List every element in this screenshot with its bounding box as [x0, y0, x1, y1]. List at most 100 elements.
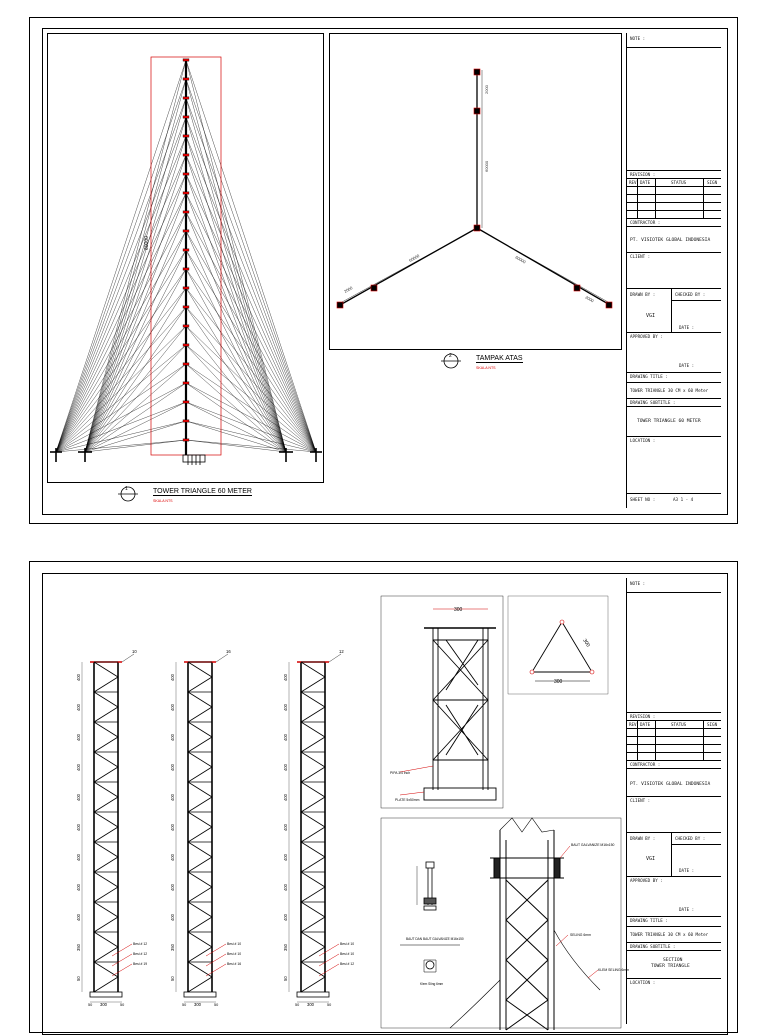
segment-dimension: 50 — [76, 976, 81, 981]
drawing-sheet-2 — [29, 561, 738, 1033]
segment-dimension: 400 — [76, 793, 81, 801]
section-top-label: 10 — [132, 649, 137, 654]
segment-dimension: 400 — [170, 793, 175, 801]
date-label: DATE : — [679, 325, 695, 330]
segment-dimension: 400 — [170, 883, 175, 891]
segment-dimension: 400 — [170, 673, 175, 681]
segment-dimension: 400 — [283, 763, 288, 771]
pipe-label: PIPA 3/4 inch — [390, 771, 410, 775]
rev-col-status: STATUS — [671, 180, 687, 185]
segment-dimension: 400 — [76, 733, 81, 741]
mast-guy-attachment — [182, 153, 190, 157]
mast-guy-attachment — [182, 115, 190, 119]
base-dimension: 300 — [307, 1002, 315, 1007]
top-dim-4: 60000 — [515, 255, 528, 265]
note-label-2: NOTE : — [630, 581, 646, 586]
mast-guy-attachment — [182, 400, 190, 404]
clamp-label: Klem Sling 6mm — [420, 982, 444, 986]
segment-dimension: 400 — [283, 913, 288, 921]
base-dimension: 50 — [214, 1003, 218, 1007]
rebar-callout: Besi # 10 — [227, 952, 241, 956]
detail-width-label: 300 — [454, 607, 463, 613]
base-dimension: 300 — [194, 1002, 202, 1007]
base-dimension: 300 — [100, 1002, 108, 1007]
date-label-3: DATE : — [679, 868, 695, 873]
mast-guy-attachment — [182, 438, 190, 442]
revision-label: REVISION : — [630, 172, 656, 177]
top-dim-5: 2000 — [343, 285, 354, 294]
rev-col-sign: SIGN — [707, 180, 718, 185]
contractor-name: PT. VISIOTEK GLOBAL INDONESIA — [630, 238, 711, 243]
drawing-title-label-2: DRAWING TITLE : — [630, 918, 668, 923]
base-dimension: 50 — [295, 1003, 299, 1007]
height-dimension: 60000 — [144, 236, 150, 250]
caption-2-symbol — [441, 353, 461, 369]
mast-guy-attachment — [182, 343, 190, 347]
caption-1-scale: SKALA NTS — [153, 499, 173, 503]
segment-dimension: 400 — [170, 823, 175, 831]
rev-col-sign-2: SIGN — [707, 722, 718, 727]
plate-label: PLATE 5x50mm — [395, 798, 420, 802]
date-label-2: DATE : — [679, 363, 695, 368]
mast-guy-attachment — [182, 58, 190, 62]
segment-dimension: 400 — [76, 763, 81, 771]
drawing-subtitle-value-b: TOWER TRIANGLE — [651, 964, 690, 969]
drawing-subtitle-label-2: DRAWING SUBTITLE : — [630, 944, 676, 949]
segment-dimension: 350 — [283, 943, 288, 951]
rebar-callout: Besi # 12 — [340, 962, 354, 966]
segment-dimension: 400 — [283, 853, 288, 861]
triangle-side-label: 300 — [581, 638, 591, 648]
drawn-by-value-2: VGI — [646, 856, 656, 862]
drawing-title-value-2: TOWER TRIANGLE 30 CM x 60 Meter — [630, 932, 709, 937]
rebar-callout: Besi # 10 — [340, 952, 354, 956]
segment-dimension: 400 — [170, 703, 175, 711]
sheet-1-frame — [42, 28, 728, 515]
segment-dimension: 400 — [76, 883, 81, 891]
mast-guy-attachment — [182, 229, 190, 233]
drawing-title-value: TOWER TRIANGLE 30 CM x 60 Meter — [630, 388, 709, 393]
revision-label-2: REVISION : — [630, 714, 656, 719]
base-dimension: 50 — [88, 1003, 92, 1007]
mast-guy-attachment — [182, 324, 190, 328]
rev-col-rev-2: REV — [629, 722, 637, 727]
caption-1-title: TOWER TRIANGLE 60 METER — [153, 488, 252, 496]
mast-guy-attachment — [182, 210, 190, 214]
bolt-label: BAUT DAN BAUT GALVANIZE M16x150 — [406, 937, 464, 941]
mast-guy-attachment — [182, 96, 190, 100]
segment-dimension: 400 — [283, 793, 288, 801]
rebar-callout: Besi # 10 — [340, 942, 354, 946]
top-dim-6: 2000 — [585, 295, 596, 304]
title-block-1: NOTE : REVISION : REV DATE STATUS SIGN C… — [626, 33, 721, 508]
segment-dimension: 400 — [76, 673, 81, 681]
contractor-name-2: PT. VISIOTEK GLOBAL INDONESIA — [630, 782, 711, 787]
caption-1-number: 1 — [125, 486, 128, 492]
mast-guy-attachment — [182, 191, 190, 195]
segment-dimension: 400 — [76, 853, 81, 861]
segment-dimension: 400 — [283, 733, 288, 741]
bolt-right-label: BAUT GALVANIZE M16x150 — [571, 843, 614, 847]
segment-dimension: 400 — [283, 883, 288, 891]
drawn-by-label-2: DRAWN BY : — [630, 836, 656, 841]
caption-2-title: TAMPAK ATAS — [476, 355, 523, 363]
section-top-label: 16 — [226, 649, 231, 654]
drawing-subtitle-value: TOWER TRIANGLE 60 METER — [637, 419, 701, 424]
top-dim-1: 2000 — [484, 84, 489, 94]
mast-guy-attachment — [182, 305, 190, 309]
base-dimension: 50 — [327, 1003, 331, 1007]
rebar-callout: Besi # 16 — [227, 962, 241, 966]
base-dimension: 50 — [120, 1003, 124, 1007]
sheet-no-label: SHEET NO : — [630, 497, 656, 502]
checked-by-label-2: CHECKED BY : — [675, 836, 706, 841]
rebar-callout: Besi # 19 — [133, 962, 147, 966]
mast-guy-attachment — [182, 172, 190, 176]
top-dim-3: 60000 — [408, 253, 421, 263]
client-label: CLIENT : — [630, 254, 651, 259]
segment-dimension: 400 — [170, 853, 175, 861]
triangle-base-label: 300 — [554, 679, 563, 685]
drawn-by-value: VGI — [646, 313, 656, 319]
approved-by-label: APPROVED BY : — [630, 334, 663, 339]
